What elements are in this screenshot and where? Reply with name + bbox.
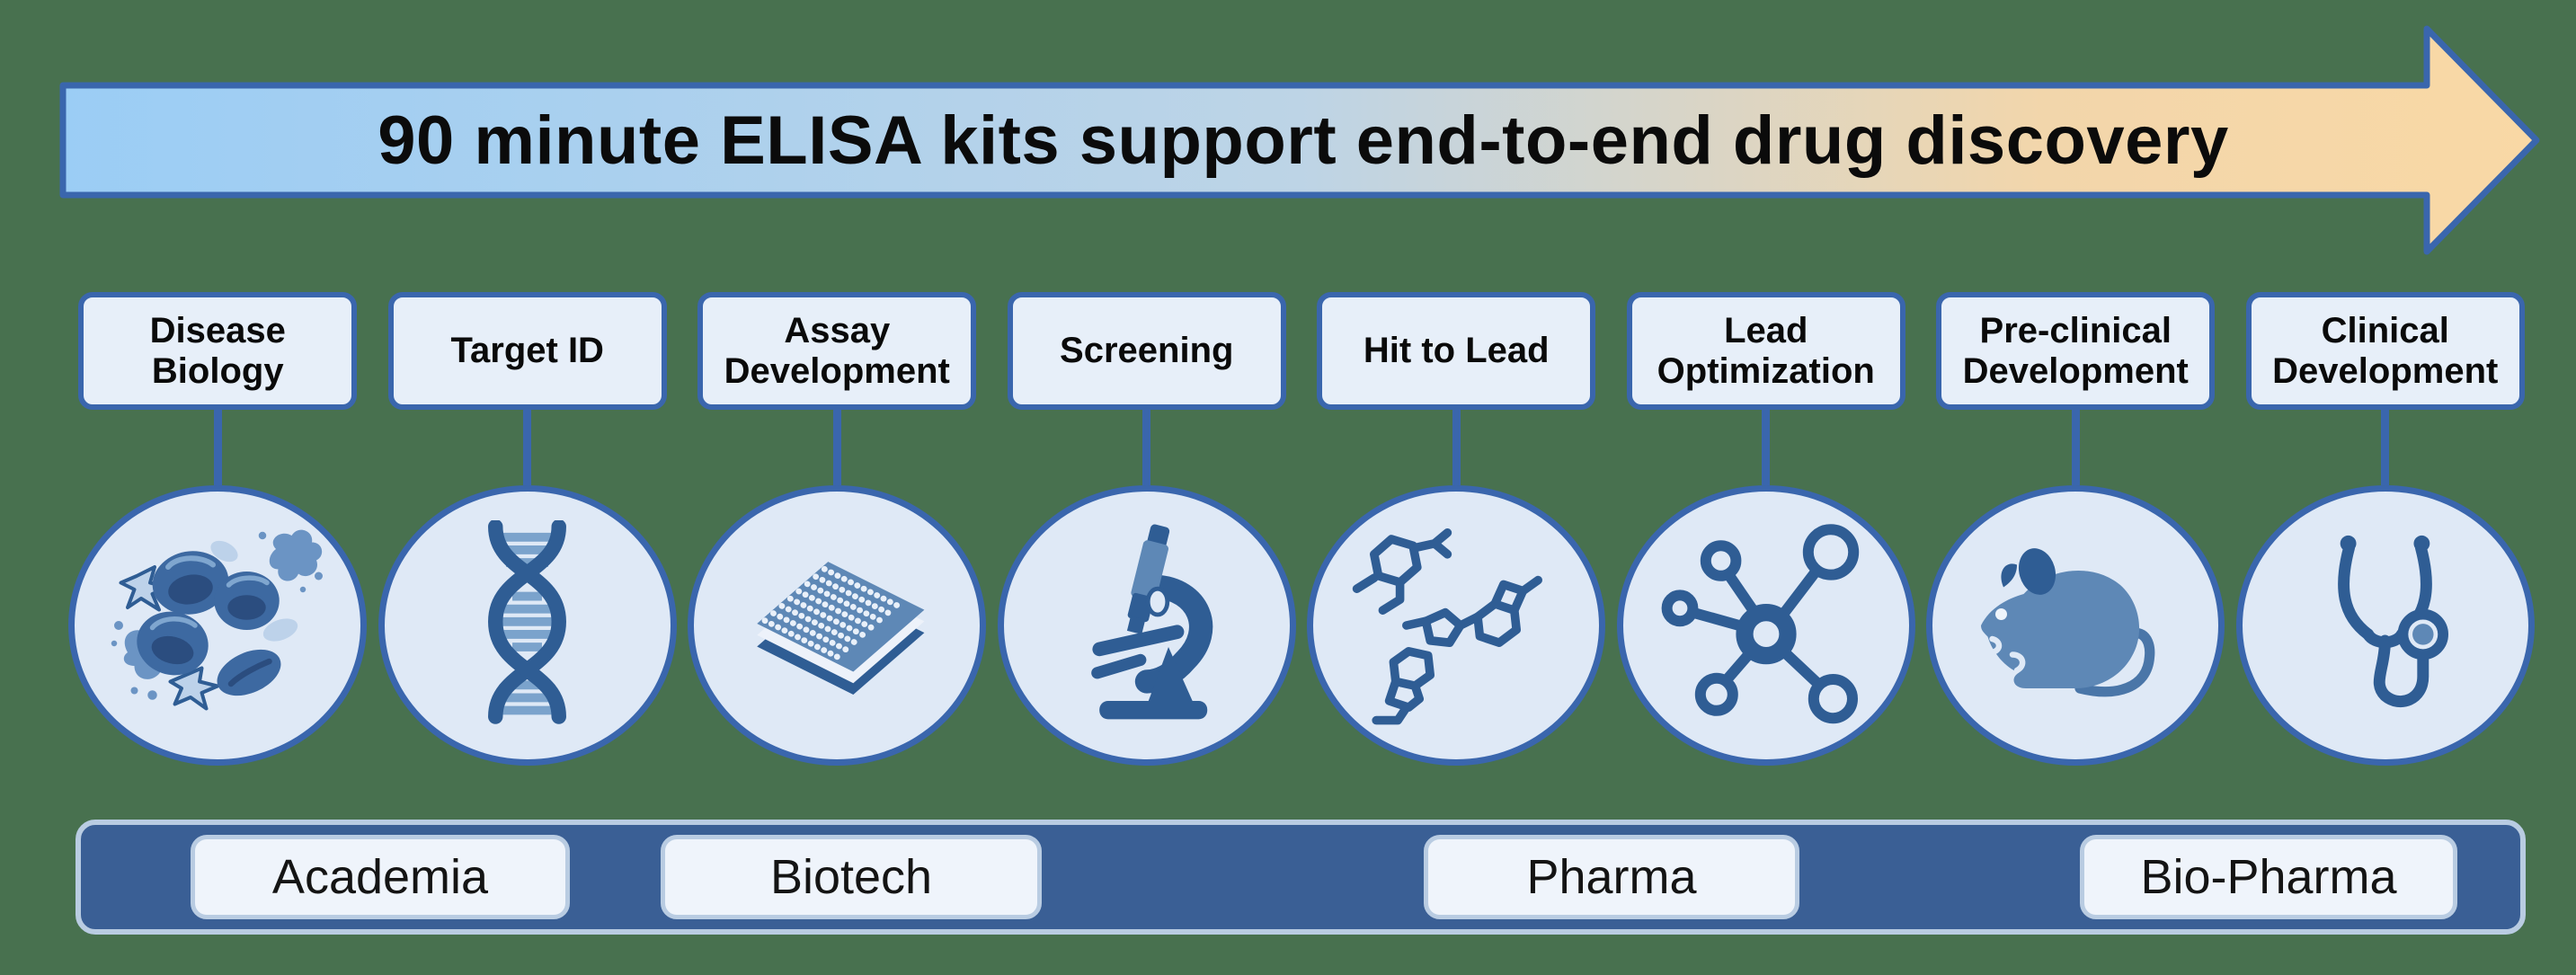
org-pill-pharma: Pharma bbox=[1424, 835, 1799, 919]
blood-cells-icon bbox=[111, 529, 324, 711]
stage-icon-circle bbox=[688, 485, 987, 766]
connector-line bbox=[2071, 410, 2080, 485]
microplate-icon bbox=[757, 561, 925, 695]
stage-icon-circle bbox=[1616, 485, 1915, 766]
stage-label-box: Lead Optimization bbox=[1626, 292, 1905, 410]
dna-helix-icon bbox=[488, 519, 567, 724]
stage-hit-to-lead: Hit to Lead bbox=[1307, 292, 1606, 766]
stage-icon-circle bbox=[1307, 485, 1606, 766]
stage-screening: Screening bbox=[997, 292, 1296, 766]
arrow-shape bbox=[59, 25, 2540, 255]
stage-label-box: Clinical Development bbox=[2245, 292, 2525, 410]
connector-line bbox=[213, 410, 222, 485]
connector-line bbox=[1142, 410, 1151, 485]
org-pill-biopharma: Bio-Pharma bbox=[2080, 835, 2457, 919]
connector-line bbox=[523, 410, 532, 485]
mouse-icon bbox=[1981, 548, 2155, 697]
stage-icon-circle bbox=[2235, 485, 2535, 766]
stage-target-id: Target ID bbox=[378, 292, 677, 766]
molecule-network-icon bbox=[1661, 524, 1859, 724]
stage-label-box: Hit to Lead bbox=[1317, 292, 1596, 410]
org-pill-academia: Academia bbox=[191, 835, 570, 919]
stage-assay-development: Assay Development bbox=[688, 292, 987, 766]
stage-clinical-development: Clinical Development bbox=[2235, 292, 2535, 766]
stage-icon-circle bbox=[378, 485, 677, 766]
stage-icon-circle bbox=[1926, 485, 2225, 766]
organization-bar: Academia Biotech Pharma Bio-Pharma bbox=[76, 820, 2526, 935]
microscope-icon bbox=[1090, 524, 1212, 720]
connector-line bbox=[832, 410, 841, 485]
stage-label-box: Screening bbox=[1007, 292, 1286, 410]
stage-label-box: Assay Development bbox=[697, 292, 977, 410]
banner-title: 90 minute ELISA kits support end-to-end … bbox=[378, 102, 2229, 179]
stage-icon-circle bbox=[997, 485, 1296, 766]
connector-line bbox=[1762, 410, 1771, 485]
stage-row: Disease Biology bbox=[63, 292, 2540, 766]
stage-label-box: Target ID bbox=[387, 292, 667, 410]
connector-line bbox=[1452, 410, 1461, 485]
connector-line bbox=[2381, 410, 2390, 485]
stage-icon-circle bbox=[68, 485, 368, 766]
banner-arrow bbox=[59, 25, 2540, 255]
stage-lead-optimization: Lead Optimization bbox=[1616, 292, 1915, 766]
stethoscope-icon bbox=[2338, 535, 2449, 707]
stage-label-box: Pre-clinical Development bbox=[1936, 292, 2216, 410]
org-pill-biotech: Biotech bbox=[661, 835, 1042, 919]
stage-disease-biology: Disease Biology bbox=[68, 292, 368, 766]
stage-label-box: Disease Biology bbox=[78, 292, 358, 410]
stage-preclinical-development: Pre-clinical Development bbox=[1926, 292, 2225, 766]
chemical-structures-icon bbox=[1353, 528, 1543, 725]
